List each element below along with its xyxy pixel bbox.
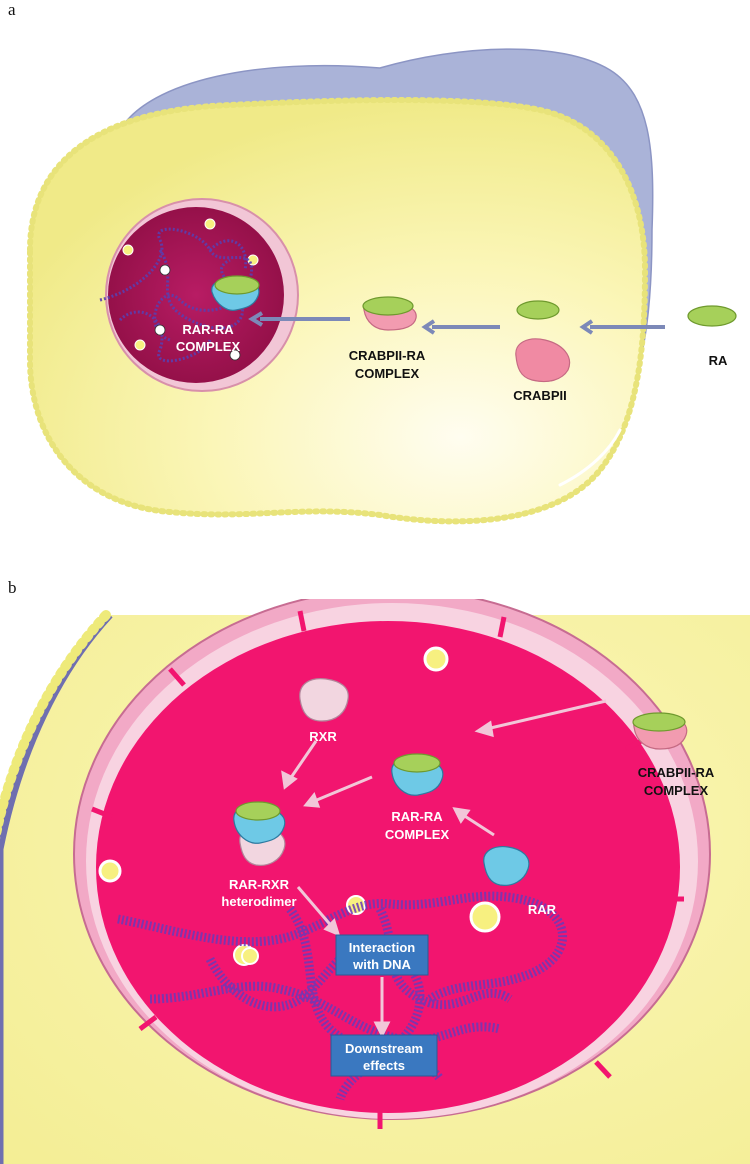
label-rar-rxr-line2: heterodimer [221, 894, 296, 909]
label-rar-ra-a-line2: COMPLEX [176, 339, 241, 354]
label-ra-a: RA [709, 353, 728, 368]
label-rar: RAR [528, 902, 557, 917]
crabpii-ra-complex-b [632, 712, 688, 750]
rar-protein [483, 846, 530, 886]
nucleus-a [108, 207, 284, 383]
cell-membrane-beads-b [0, 610, 111, 840]
arrow-rxr-to-heterodimer [286, 740, 318, 783]
panel-b-diagram: RXR CRABPII-RA COMPLEX RAR-RA COMPLEX RA… [0, 599, 750, 1164]
crabpii-ra-complex-a [362, 296, 417, 331]
cell-membrane-beads-a [27, 97, 649, 525]
label-crabpii-ra-b-line2: COMPLEX [644, 783, 709, 798]
box-downstream-effects [330, 1034, 438, 1077]
arrow-ra-to-crabpii [579, 319, 665, 335]
label-crabpii-ra-a-line2: COMPLEX [355, 366, 420, 381]
arrow-rar-ra-to-heterodimer [311, 775, 373, 804]
label-dna-box-line1: Interaction [349, 940, 416, 955]
label-crabpii-a: CRABPII [513, 388, 566, 403]
rar-ra-complex-b [391, 753, 444, 796]
label-crabpii-ra-b-line1: CRABPII-RA [638, 765, 715, 780]
label-effects-box-line1: Downstream [345, 1041, 423, 1056]
panel-a-letter: a [8, 0, 16, 19]
arrow-crabpii-ra-to-rar-ra [481, 699, 607, 732]
panel-b-letter: b [8, 578, 17, 597]
label-dna-box-line2: with DNA [352, 957, 411, 972]
rxr-protein [299, 678, 349, 722]
arrow-heterodimer-to-dna [296, 886, 336, 930]
nuclear-pore-gaps [91, 610, 684, 1129]
panel-a-diagram: RAR-RA COMPLEX CRABPII-RA COMPLEX CRABPI… [27, 48, 737, 525]
ra-molecule-middle [516, 300, 560, 320]
label-rar-ra-b-line1: RAR-RA [391, 809, 443, 824]
arrow-crabpii-to-complex [421, 319, 500, 335]
rar-ra-complex-a [211, 275, 260, 311]
arrow-crabpii-ra-to-nucleus [248, 311, 350, 327]
rar-rxr-heterodimer [233, 801, 286, 866]
label-effects-box-line2: effects [363, 1058, 405, 1073]
label-rxr: RXR [309, 729, 337, 744]
box-interaction-with-dna [335, 934, 429, 976]
label-rar-rxr-line1: RAR-RXR [229, 877, 290, 892]
label-rar-ra-a-line1: RAR-RA [182, 322, 234, 337]
crabpii-protein-a [515, 338, 571, 383]
ra-molecule-free [687, 305, 737, 327]
label-crabpii-ra-a-line1: CRABPII-RA [349, 348, 426, 363]
label-rar-ra-b-line2: COMPLEX [385, 827, 450, 842]
